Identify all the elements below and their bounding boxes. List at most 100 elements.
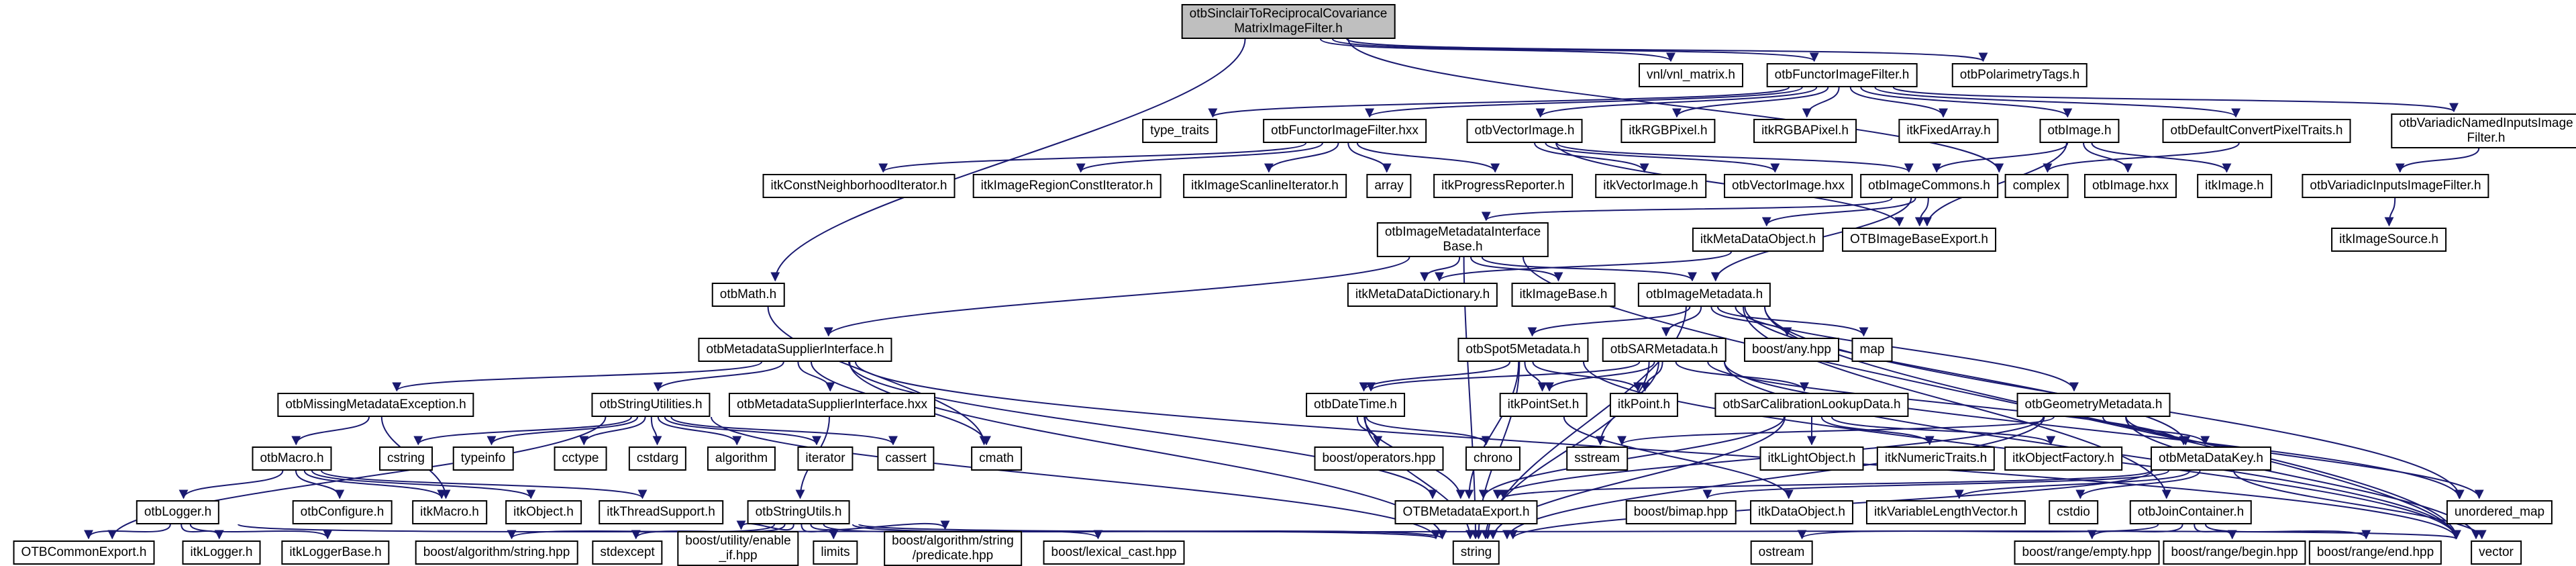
- include-edge: [2043, 142, 2240, 173]
- graph-node-vector-image-hxx[interactable]: otbVectorImage.hxx: [1724, 174, 1853, 198]
- include-edge: [1346, 38, 1988, 62]
- graph-node-image-metadata[interactable]: otbImageMetadata.h: [1637, 283, 1771, 307]
- graph-node-otb-image-hxx[interactable]: otbImage.hxx: [2083, 174, 2177, 198]
- graph-node-itk-thread-support: itkThreadSupport.h: [599, 500, 723, 524]
- graph-node-itk-rgb-pixel: itkRGBPixel.h: [1620, 119, 1716, 143]
- graph-node-itk-image-base: itkImageBase.h: [1511, 283, 1616, 307]
- include-edge: [1849, 87, 1948, 118]
- graph-node-variadic-inputs[interactable]: otbVariadicInputsImageFilter.h: [2302, 174, 2489, 198]
- graph-node-default-convert-pixel-traits[interactable]: otbDefaultConvertPixelTraits.h: [2162, 119, 2351, 143]
- include-edge: [1797, 524, 2159, 540]
- include-edge: [413, 416, 632, 446]
- graph-node-metadata-supplier-interface-hxx[interactable]: otbMetadataSupplierInterface.hxx: [728, 393, 936, 417]
- include-edge: [848, 361, 1437, 500]
- include-edge: [1366, 361, 1641, 392]
- graph-node-otb-configure[interactable]: otbConfigure.h: [292, 500, 393, 524]
- include-edge: [1545, 142, 1780, 173]
- graph-node-itk-object-factory: itkObjectFactory.h: [2004, 446, 2122, 471]
- graph-node-spot5-metadata[interactable]: otbSpot5Metadata.h: [1457, 338, 1589, 362]
- include-edge: [1347, 142, 1392, 173]
- graph-node-itk-macro: itkMacro.h: [412, 500, 487, 524]
- graph-node-geometry-metadata[interactable]: otbGeometryMetadata.h: [2016, 393, 2171, 417]
- graph-node-metadata-key[interactable]: otbMetaDataKey.h: [2151, 446, 2271, 471]
- graph-node-ostream: ostream: [1750, 540, 1813, 565]
- include-edge: [2075, 470, 2201, 500]
- include-edge: [2091, 142, 2232, 173]
- graph-node-sstream: sstream: [1566, 446, 1628, 471]
- include-edge: [657, 416, 742, 446]
- include-edge: [311, 470, 536, 500]
- graph-node-string-utils[interactable]: otbStringUtils.h: [747, 500, 850, 524]
- include-edge: [1954, 470, 2191, 500]
- include-edge: [1478, 416, 1785, 500]
- graph-node-metadata-supplier-interface[interactable]: otbMetadataSupplierInterface.h: [698, 338, 892, 362]
- include-edge: [653, 361, 784, 392]
- include-edge: [1347, 38, 2004, 173]
- graph-node-image-metadata-interface-base[interactable]: otbImageMetadataInterface Base.h: [1376, 222, 1549, 257]
- include-edge: [2194, 524, 2237, 540]
- graph-node-otb-image[interactable]: otbImage.h: [2039, 119, 2120, 143]
- include-edge: [2384, 197, 2396, 227]
- include-edge: [579, 416, 646, 446]
- graph-node-map: map: [1851, 338, 1893, 362]
- include-edge: [1502, 416, 2045, 540]
- graph-node-unordered-map: unordered_map: [2446, 500, 2553, 524]
- include-edge: [1264, 142, 1339, 173]
- include-edge: [823, 256, 1410, 337]
- include-edge: [1332, 38, 1819, 62]
- graph-node-otb-logger[interactable]: otbLogger.h: [136, 500, 220, 524]
- graph-node-itk-image-source: itkImageSource.h: [2331, 228, 2446, 252]
- include-edge: [855, 361, 2461, 540]
- include-edge: [664, 416, 821, 446]
- include-edge: [1892, 87, 2459, 113]
- include-edge: [321, 470, 648, 500]
- graph-node-polarimetry-tags[interactable]: otbPolarimetryTags.h: [1951, 63, 2088, 87]
- include-edge: [291, 416, 370, 446]
- graph-node-otb-metadata-export[interactable]: OTBMetadataExport.h: [1394, 500, 1538, 524]
- graph-node-type-traits: type_traits: [1142, 119, 1217, 143]
- include-edge: [711, 416, 1441, 540]
- graph-node-otb-image-base-export[interactable]: OTBImageBaseExport.h: [1842, 228, 1996, 252]
- include-edge: [392, 361, 762, 392]
- graph-node-image-commons[interactable]: otbImageCommons.h: [1860, 174, 1998, 198]
- graph-node-array: array: [1366, 174, 1412, 198]
- include-edge: [1470, 256, 1563, 282]
- graph-node-missing-metadata-exception[interactable]: otbMissingMetadataException.h: [277, 393, 474, 417]
- graph-node-variadic-named-inputs[interactable]: otbVariadicNamedInputsImage Filter.h: [2391, 113, 2576, 148]
- graph-node-vector-image[interactable]: otbVectorImage.h: [1466, 119, 1583, 143]
- graph-node-itk-data-object: itkDataObject.h: [1750, 500, 1853, 524]
- include-edge: [1820, 416, 1935, 446]
- graph-node-otb-macro[interactable]: otbMacro.h: [252, 446, 332, 471]
- graph-node-main[interactable]: otbSinclairToReciprocalCovariance Matrix…: [1181, 4, 1396, 39]
- graph-node-otb-common-export[interactable]: OTBCommonExport.h: [13, 540, 155, 565]
- graph-node-itk-const-neighborhood-iterator: itkConstNeighborhoodIterator.h: [762, 174, 956, 198]
- include-edge: [1932, 142, 2069, 173]
- graph-node-string-utilities[interactable]: otbStringUtilities.h: [591, 393, 711, 417]
- include-edge: [84, 524, 171, 540]
- include-edge: [1481, 256, 1697, 282]
- include-edge: [797, 361, 835, 392]
- graph-node-functor-filter[interactable]: otbFunctorImageFilter.h: [1766, 63, 1918, 87]
- graph-node-boost-range-begin: boost/range/begin.hpp: [2163, 540, 2306, 565]
- graph-node-itk-point: itkPoint.h: [1609, 393, 1679, 417]
- graph-node-typeinfo: typeinfo: [452, 446, 514, 471]
- include-edge: [1545, 361, 1655, 392]
- graph-node-boost-operators: boost/operators.hpp: [1314, 446, 1444, 471]
- graph-node-boost-range-empty: boost/range/empty.hpp: [2014, 540, 2160, 565]
- graph-node-date-time[interactable]: otbDateTime.h: [1306, 393, 1405, 417]
- graph-node-otb-math[interactable]: otbMath.h: [711, 283, 785, 307]
- graph-node-itk-fixed-array: itkFixedArray.h: [1898, 119, 1999, 143]
- include-edge: [1420, 256, 1461, 282]
- graph-node-sar-metadata[interactable]: otbSARMetadata.h: [1602, 338, 1727, 362]
- graph-node-functor-filter-hxx[interactable]: otbFunctorImageFilter.hxx: [1263, 119, 1427, 143]
- include-edge: [1914, 197, 1929, 227]
- graph-node-cmath: cmath: [971, 446, 1022, 471]
- include-edge: [801, 524, 839, 540]
- graph-node-boost-lexical-cast: boost/lexical_cast.hpp: [1043, 540, 1185, 565]
- graph-node-join-container[interactable]: otbJoinContainer.h: [2129, 500, 2253, 524]
- graph-node-itk-logger: itkLogger.h: [182, 540, 261, 565]
- graph-node-boost-algorithm-string: boost/algorithm/string.hpp: [415, 540, 578, 565]
- graph-node-sar-calibration-lookup[interactable]: otbSarCalibrationLookupData.h: [1714, 393, 1909, 417]
- graph-node-itk-rgba-pixel: itkRGBAPixel.h: [1753, 119, 1857, 143]
